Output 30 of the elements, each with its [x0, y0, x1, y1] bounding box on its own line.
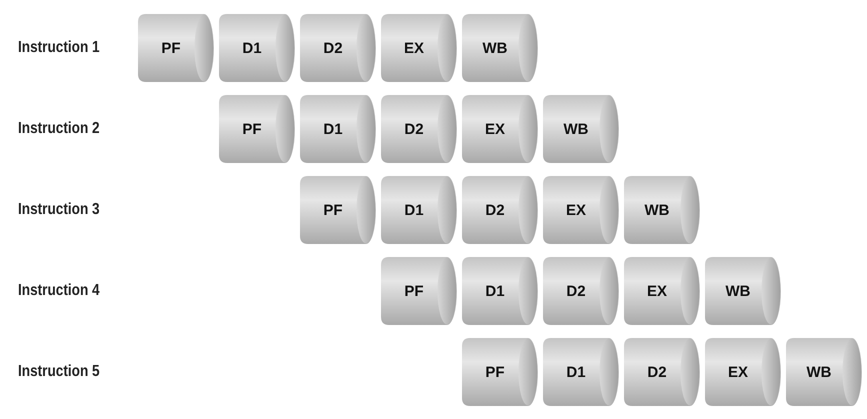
- stage-label: EX: [566, 202, 586, 218]
- row-label: Instruction 1: [18, 39, 100, 57]
- stage-label: D2: [485, 202, 505, 218]
- stage-label: D2: [404, 120, 424, 138]
- stage-label: WB: [644, 202, 670, 218]
- stage-label: PF: [242, 120, 262, 138]
- row-label: Instruction 2: [18, 120, 100, 138]
- stage-label: D1: [404, 202, 424, 218]
- stage-label: D2: [566, 282, 586, 300]
- stage-label: PF: [323, 202, 343, 218]
- stage-label: PF: [161, 40, 181, 56]
- stage-label: WB: [726, 282, 750, 300]
- stage-label: EX: [404, 40, 424, 56]
- stage-label: WB: [806, 364, 832, 380]
- stage-label: D1: [323, 120, 343, 138]
- stage-label: D2: [647, 364, 667, 380]
- stage-label: PF: [485, 364, 505, 380]
- stage-label: EX: [728, 364, 748, 380]
- row-label: Instruction 5: [18, 363, 100, 381]
- stage-label: WB: [482, 40, 508, 56]
- row-label: Instruction 3: [18, 201, 100, 219]
- stage-label: D1: [566, 364, 586, 380]
- stage-label: PF: [404, 282, 424, 300]
- row-label: Instruction 4: [18, 282, 100, 300]
- stage-label: D2: [323, 40, 343, 56]
- stage-label: D1: [485, 282, 505, 300]
- stage-label: EX: [646, 282, 667, 300]
- stage-label: D1: [242, 40, 262, 56]
- stage-label: EX: [484, 120, 505, 138]
- stage-label: WB: [564, 120, 588, 138]
